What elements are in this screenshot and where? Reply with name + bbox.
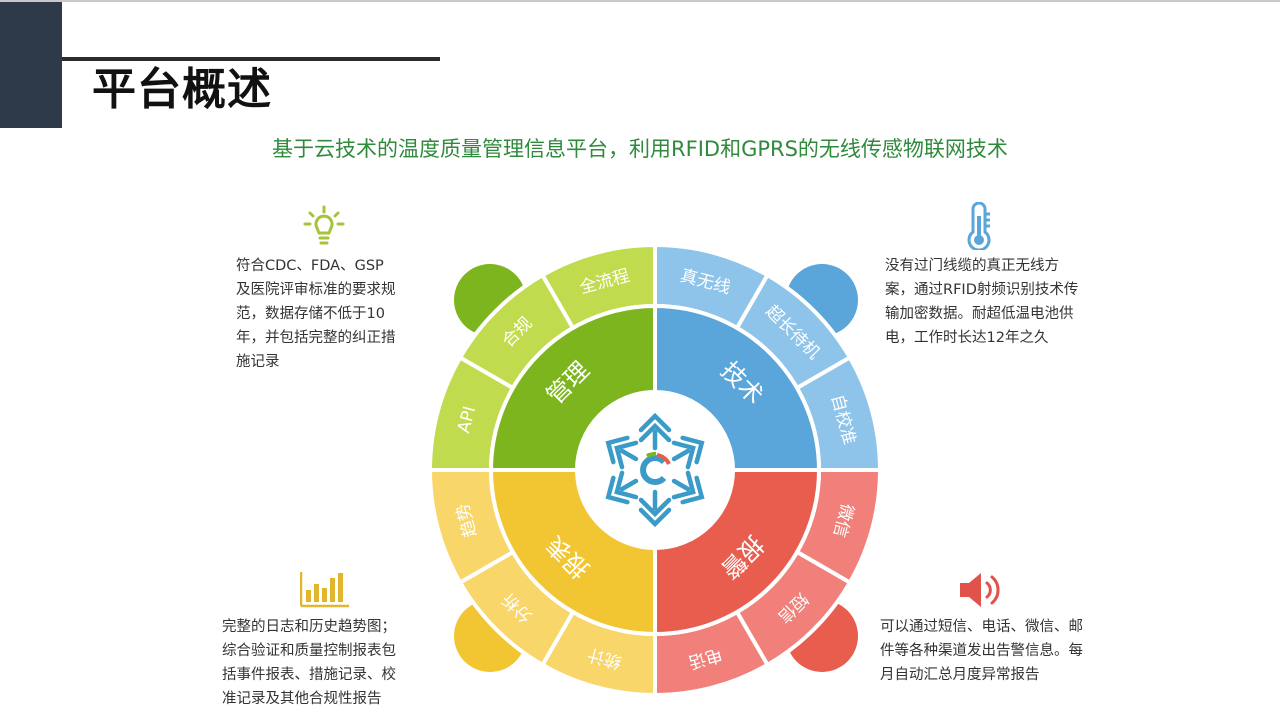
top-border [0, 0, 1280, 2]
alarm-description: 可以通过短信、电话、微信、邮 件等各种渠道发出告警信息。每 月自动汇总月度异常报… [880, 615, 1120, 687]
text-line: 电，工作时长达12年之久 [885, 330, 1049, 346]
header-accent-block [0, 2, 62, 128]
text-line: 综合验证和质量控制报表包 [222, 643, 396, 659]
page-title: 平台概述 [92, 64, 272, 115]
inner-quadrant-technology [653, 303, 822, 472]
page-subtitle: 基于云技术的温度质量管理信息平台，利用RFID和GPRS的无线传感物联网技术 [272, 137, 1008, 161]
report-description: 完整的日志和历史趋势图； 综合验证和质量控制报表包 括事件报表、措施记录、校 准… [222, 615, 432, 711]
text-line: 案，通过RFID射频识别技术传 [885, 282, 1079, 298]
text-line: 施记录 [236, 354, 280, 370]
text-line: 完整的日志和历史趋势图； [222, 619, 396, 635]
bar-chart-icon [300, 572, 349, 608]
center-circle [579, 394, 731, 546]
text-line: 月自动汇总月度异常报告 [880, 667, 1040, 683]
inner-quadrant-alarm [653, 468, 822, 637]
text-line: 括事件报表、措施记录、校 [222, 667, 396, 683]
text-line: 范，数据存储不低于10 [236, 306, 385, 322]
text-line: 输加密数据。耐超低温电池供 [885, 306, 1074, 322]
text-line: 年，并包括完整的纠正措 [236, 330, 396, 346]
text-line: 符合CDC、FDA、GSP [236, 258, 384, 274]
snowflake-logo-icon [605, 412, 705, 528]
text-line: 可以通过短信、电话、微信、邮 [880, 619, 1083, 635]
inner-quadrant-management [488, 303, 657, 472]
text-line: 准记录及其他合规性报告 [222, 691, 382, 707]
text-line: 没有过门线缆的真正无线方 [885, 258, 1059, 274]
thermometer-icon [967, 202, 991, 250]
compliance-description: 符合CDC、FDA、GSP 及医院评审标准的要求规 范，数据存储不低于10 年，… [236, 254, 426, 374]
text-line: 件等各种渠道发出告警信息。每 [880, 643, 1083, 659]
title-rule [62, 57, 440, 61]
text-line: 及医院评审标准的要求规 [236, 282, 396, 298]
wireless-description: 没有过门线缆的真正无线方 案，通过RFID射频识别技术传 输加密数据。耐超低温电… [885, 254, 1115, 350]
inner-quadrant-report [488, 468, 657, 637]
lightbulb-icon [303, 205, 345, 245]
speaker-icon [960, 573, 1000, 607]
